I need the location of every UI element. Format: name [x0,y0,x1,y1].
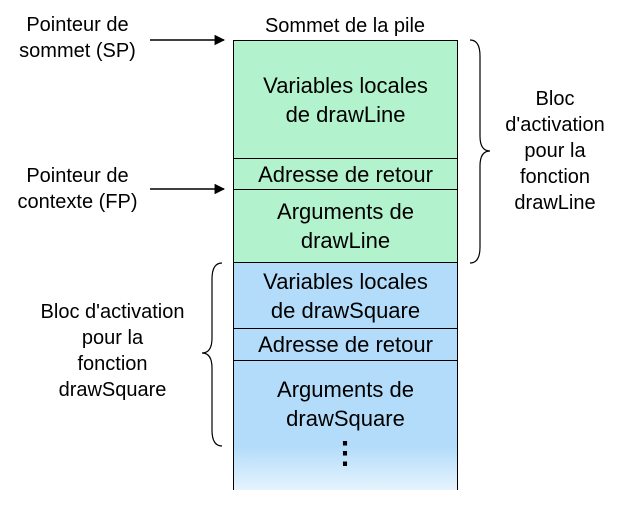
stack-continuation [233,446,458,490]
drawline-arguments-block: Arguments de drawLine [233,189,458,263]
stack-top-label: Sommet de la pile [264,15,426,37]
drawsquare-locals-block: Variables locales de drawSquare [233,262,458,329]
drawsquare-arguments-block: Arguments de drawSquare [233,360,458,447]
drawline-brace-icon [469,39,491,264]
fp-pointer-label: Pointeur de contexte (FP) [17,165,138,213]
drawline-locals-block: Variables locales de drawLine [233,40,458,159]
drawsquare-brace-icon [201,262,223,447]
drawline-frame-label: Bloc d'activation pour la fonction drawL… [505,88,605,214]
drawsquare-frame-label: Bloc d'activation pour la fonction drawS… [40,301,185,401]
sp-pointer-label: Pointeur de sommet (SP) [19,14,136,62]
